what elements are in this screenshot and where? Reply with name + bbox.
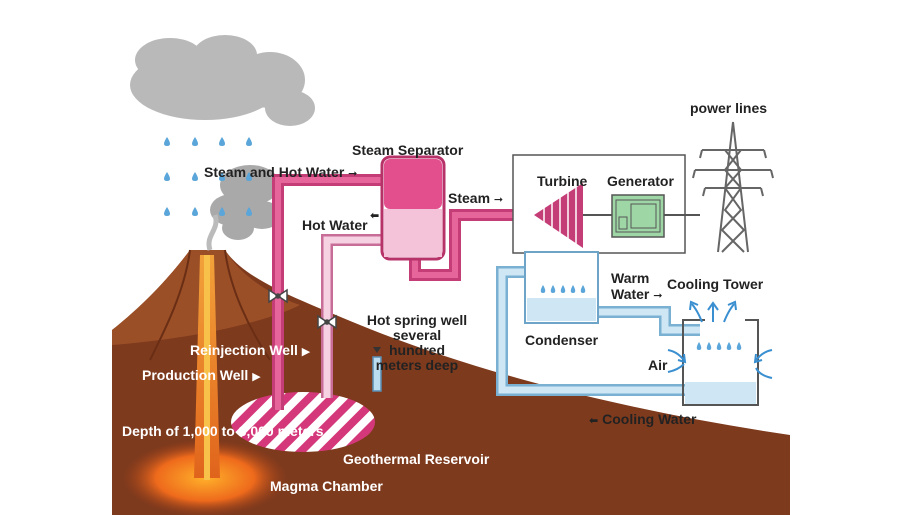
cooling-tower-drops [696,342,742,350]
label-steam: Steam ➞ [448,190,504,206]
label-geothermal-reservoir: Geothermal Reservoir [343,451,490,467]
power-tower [692,121,774,253]
valve-reinjection [317,314,337,330]
label-power-lines: power lines [690,100,768,116]
label-production-well: Production Well ▶ [142,367,261,383]
label-air: Air [648,357,668,373]
rain-drops [164,137,252,216]
generator [611,194,665,238]
label-depth: Depth of 1,000 to 3,000 meters [122,423,324,439]
geothermal-reservoir [231,392,375,452]
label-hot-water: ⬅Hot Water [302,210,380,234]
label-reinjection-well: Reinjection Well ▶ [190,342,311,358]
label-turbine: Turbine [537,173,588,189]
valve-production [268,288,288,304]
label-condenser: Condenser [525,332,599,348]
label-hot-spring-well: Hot spring well several hundred meters d… [366,312,468,373]
air-arrows [667,349,773,379]
condenser-drops [540,285,586,293]
turbine [534,183,583,248]
label-magma-chamber: Magma Chamber [270,478,383,494]
label-generator: Generator [607,173,674,189]
label-cooling-water: ⬅ Cooling Water [589,411,697,427]
label-steam-hot-water: Steam and Hot Water ➞ [204,164,358,180]
label-cooling-tower: Cooling Tower [667,276,764,292]
rain-cloud [130,35,315,126]
exhaust-arrows [689,300,737,323]
label-steam-separator: Steam Separator [352,142,464,158]
hot-spring-well [372,356,382,392]
